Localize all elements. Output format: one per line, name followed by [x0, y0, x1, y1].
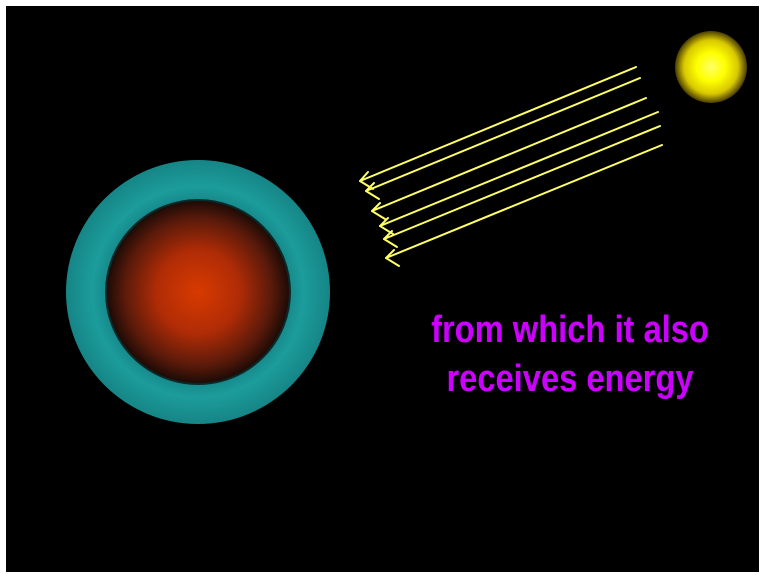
- ray-arrow: [379, 111, 659, 235]
- scene-graphic: [66, 31, 747, 424]
- caption-line-2: receives energy: [446, 358, 694, 400]
- sunlight-rays: [359, 66, 663, 267]
- caption-line-1: from which it also: [431, 309, 709, 351]
- ray-arrow: [365, 77, 641, 200]
- ray-arrow: [383, 125, 661, 248]
- slide: from which it also receives energy: [6, 6, 759, 572]
- planet-icon: [105, 199, 291, 385]
- ray-arrow: [385, 144, 663, 267]
- ray-arrow: [371, 97, 647, 220]
- caption-text: from which it also receives energy: [415, 306, 725, 404]
- ray-arrow: [359, 66, 637, 190]
- sun-icon: [675, 31, 747, 103]
